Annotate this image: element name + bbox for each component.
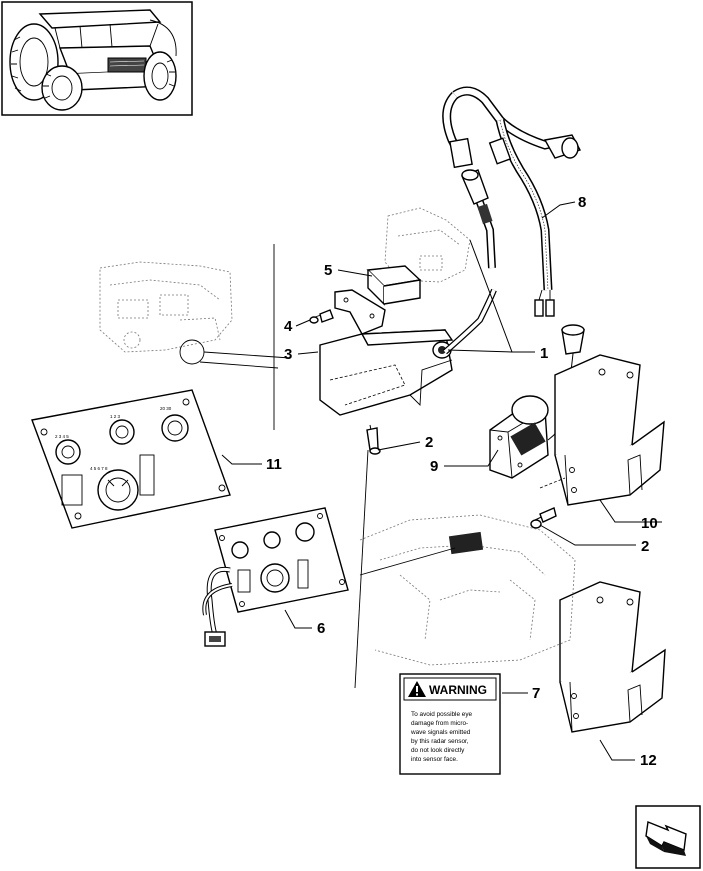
- callout-2-upper: 2: [425, 434, 433, 451]
- warning-line-2: damage from micro-: [411, 720, 468, 727]
- part-2-bolt-lower[interactable]: [530, 477, 566, 529]
- callout-9: 9: [430, 458, 438, 475]
- callout-5: 5: [324, 262, 332, 279]
- callout-6: 6: [317, 620, 325, 637]
- leader-lines: [221, 201, 662, 761]
- callout-1: 1: [540, 345, 548, 362]
- ghost-mount-background: [384, 207, 471, 283]
- warning-triangle-icon: [408, 681, 426, 697]
- part-6-control-panel-harness[interactable]: [202, 507, 349, 647]
- callout-12: 12: [640, 752, 657, 769]
- part-1-sensor-cable[interactable]: [443, 169, 497, 355]
- part-12-bracket[interactable]: [559, 581, 666, 733]
- part-5-pad[interactable]: [366, 265, 422, 306]
- callout-11: 11: [266, 456, 282, 473]
- warning-title: WARNING: [429, 683, 487, 697]
- ghost-cab-interior: [354, 449, 576, 689]
- warning-line-3: wave signals emitted: [410, 729, 471, 736]
- part-8-wiring-harness[interactable]: [442, 86, 582, 317]
- warning-line-1: To avoid possible eye: [411, 711, 473, 718]
- callout-4: 4: [284, 318, 293, 335]
- warning-line-5: do not look directly: [411, 747, 465, 754]
- svg-text:4 5 6 7 8: 4 5 6 7 8: [90, 466, 108, 471]
- callout-10: 10: [641, 515, 658, 532]
- part-9-radar-sensor[interactable]: [489, 324, 585, 479]
- warning-line-6: into sensor face.: [411, 756, 458, 763]
- part-4-bolt[interactable]: [309, 309, 334, 324]
- callout-3: 3: [284, 346, 292, 363]
- callout-8: 8: [578, 194, 586, 211]
- part-10-mounting-bracket[interactable]: [554, 354, 665, 506]
- tractor-thumbnail-icon[interactable]: [1, 1, 193, 116]
- svg-text:2 3 4 5: 2 3 4 5: [55, 434, 69, 439]
- part-11-control-panel[interactable]: 2 3 4 5 1 2 3 20 30 4 5 6 7 8: [31, 389, 231, 529]
- svg-text:1 2 3: 1 2 3: [110, 414, 121, 419]
- warning-line-4: by this radar sensor,: [411, 738, 469, 745]
- part-2-bolt-upper[interactable]: [366, 424, 381, 455]
- callout-2-lower: 2: [641, 538, 649, 555]
- callout-7: 7: [532, 685, 540, 702]
- part-3-sensor-bracket[interactable]: [319, 289, 454, 416]
- part-7-warning-label[interactable]: WARNING To avoid possible eye damage fro…: [399, 673, 501, 775]
- next-page-arrow-icon[interactable]: [635, 805, 701, 869]
- ghost-hitch-background: [99, 244, 291, 430]
- callouts: 1 2 2 3 4 5 6 7 8 9 10 11 12: [266, 194, 658, 769]
- svg-text:20 30: 20 30: [160, 406, 172, 411]
